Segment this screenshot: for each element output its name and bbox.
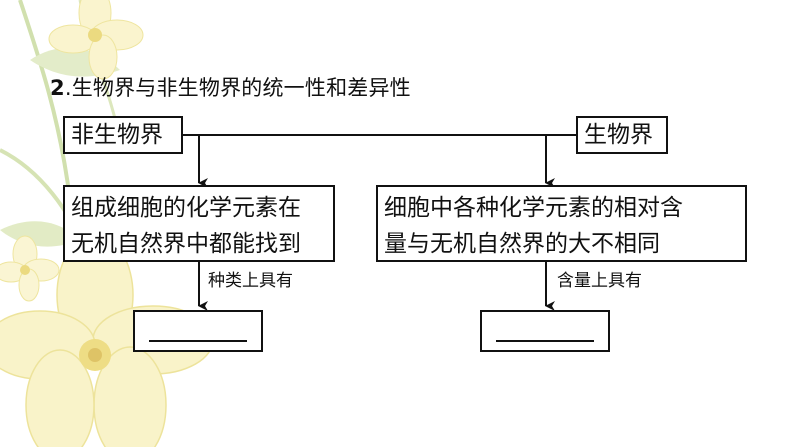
section-number: 2 [50,76,65,100]
left-answer-box [133,310,263,352]
left-answer-blank[interactable] [149,340,247,342]
nonliving-world-box: 非生物界 [63,116,183,154]
right-answer-box [480,310,610,352]
right-description-line-2: 量与无机自然界的大不相同 [384,231,660,257]
right-description-box: 细胞中各种化学元素的相对含 量与无机自然界的大不相同 [376,185,747,262]
left-arrow-label: 种类上具有 [208,271,293,291]
left-description-line-2: 无机自然界中都能找到 [71,231,301,257]
living-world-box: 生物界 [576,116,668,154]
section-heading: 2.生物界与非生物界的统一性和差异性 [50,74,411,102]
left-description-box: 组成细胞的化学元素在 无机自然界中都能找到 [63,185,335,262]
left-description-line-1: 组成细胞的化学元素在 [71,195,301,221]
living-world-label: 生物界 [584,122,653,148]
section-heading-text: .生物界与非生物界的统一性和差异性 [64,76,411,100]
right-arrow-label: 含量上具有 [557,271,642,291]
right-description-line-1: 细胞中各种化学元素的相对含 [384,195,683,221]
nonliving-world-label: 非生物界 [71,122,163,148]
right-answer-blank[interactable] [496,340,594,342]
